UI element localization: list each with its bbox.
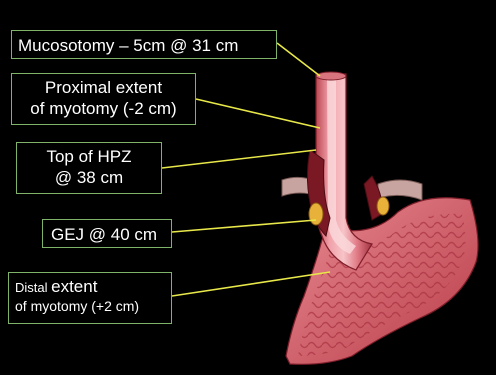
leader-line-proximal: [196, 99, 320, 128]
gej-text: GEJ @ 40 cm: [51, 224, 163, 245]
leader-line-mucosotomy: [277, 43, 320, 76]
top-of-hpz-line1: Top of HPZ: [21, 146, 157, 167]
gej-label: GEJ @ 40 cm: [42, 219, 172, 248]
diaphragm: [282, 177, 422, 200]
distal-extent-line2: of myotomy (+2 cm): [15, 298, 165, 316]
top-of-hpz-label: Top of HPZ @ 38 cm: [16, 142, 162, 194]
proximal-extent-label: Proximal extent of myotomy (-2 cm): [11, 73, 196, 125]
mucosotomy-text: Mucosotomy – 5cm @ 31 cm: [18, 35, 270, 56]
leader-line-gej: [172, 220, 316, 232]
leader-line-hpz: [162, 150, 316, 168]
proximal-extent-line2: of myotomy (-2 cm): [16, 98, 191, 119]
distal-extent-word-small: Distal: [15, 280, 51, 295]
distal-extent-label: Distal extent of myotomy (+2 cm): [8, 272, 172, 324]
top-of-hpz-line2: @ 38 cm: [21, 167, 157, 188]
mucosotomy-label: Mucosotomy – 5cm @ 31 cm: [11, 30, 277, 59]
distal-extent-word-large: extent: [51, 277, 97, 296]
distal-extent-line1: Distal extent: [15, 276, 165, 298]
proximal-extent-line1: Proximal extent: [16, 77, 191, 98]
